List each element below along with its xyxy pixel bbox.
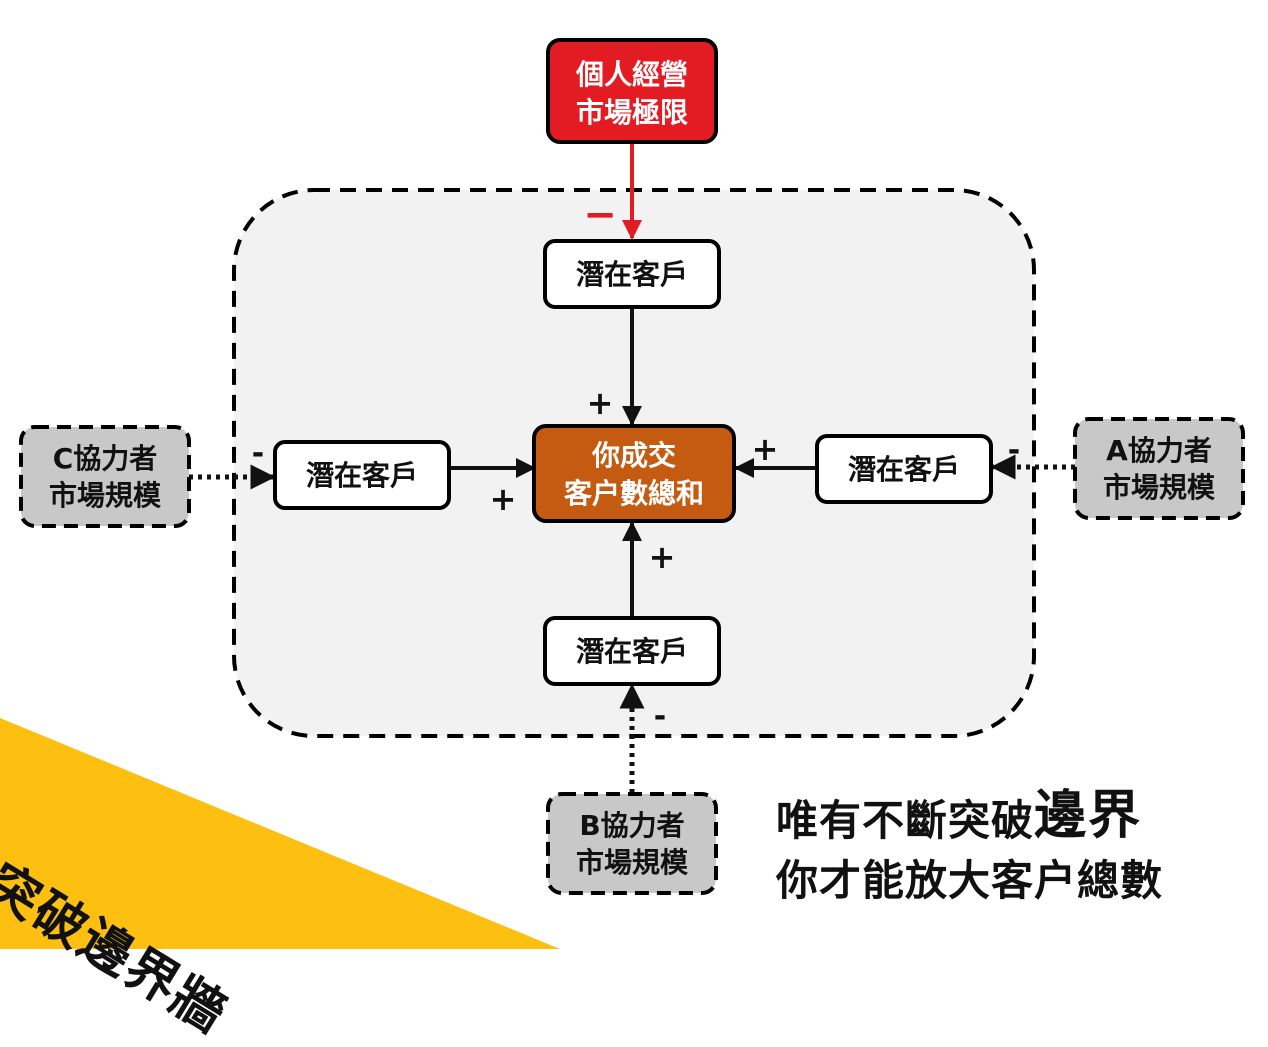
sign-left-to-center: + [490, 480, 517, 518]
prospect-node-left: 潛在客戶 [273, 440, 451, 510]
partner-a-line1: A協力者 [1106, 434, 1212, 467]
total-customers-node: 你成交 客户數總和 [532, 424, 736, 523]
partner-a-market-node: A協力者 市場規模 [1073, 417, 1245, 520]
sign-limit-to-top: − [583, 192, 617, 238]
sign-partner-a: - [1008, 433, 1020, 468]
partner-c-market-node: C協力者 市場規模 [19, 425, 191, 528]
sign-bottom-to-center: + [649, 538, 676, 576]
prospect-node-top: 潛在客戶 [543, 239, 721, 309]
prospect-left-label: 潛在客戶 [306, 459, 418, 492]
prospect-node-right: 潛在客戶 [815, 434, 993, 504]
partner-c-line2: 市場規模 [49, 479, 162, 512]
partner-b-line1: B協力者 [579, 809, 684, 842]
prospect-bottom-label: 潛在客戶 [576, 635, 688, 668]
partner-c-line1: C協力者 [53, 442, 158, 475]
slogan-line1-plain: 唯有不斷突破 [776, 796, 1035, 845]
center-line1: 你成交 [591, 439, 676, 472]
prospect-node-bottom: 潛在客戶 [543, 616, 721, 686]
sign-partner-c: - [252, 436, 264, 471]
limit-line2: 市場極限 [576, 96, 688, 129]
prospect-top-label: 潛在客戶 [576, 258, 688, 291]
slogan-line1: 唯有不斷突破 邊界 [776, 780, 1163, 842]
prospect-right-label: 潛在客戶 [848, 453, 960, 486]
limit-line1: 個人經營 [575, 58, 688, 91]
sign-right-to-center: + [752, 430, 779, 468]
partner-b-line2: 市場規模 [576, 846, 689, 879]
causal-loop-diagram: 個人經營 市場極限 潛在客戶 潛在客戶 潛在客戶 潛在客戶 你成交 客户數總和 … [19, 38, 1245, 895]
personal-market-limit-node: 個人經營 市場極限 [546, 38, 718, 144]
sign-top-to-center: + [587, 384, 614, 422]
slogan-line1-emphasis: 邊界 [1034, 786, 1143, 846]
partner-b-market-node: B協力者 市場規模 [546, 792, 718, 895]
center-line2: 客户數總和 [564, 477, 704, 510]
slogan: 唯有不斷突破 邊界 你才能放大客户總數 [776, 780, 1163, 902]
partner-a-line2: 市場規模 [1103, 471, 1216, 504]
slogan-line2: 你才能放大客户總數 [776, 856, 1164, 905]
sign-partner-b: - [654, 699, 666, 734]
